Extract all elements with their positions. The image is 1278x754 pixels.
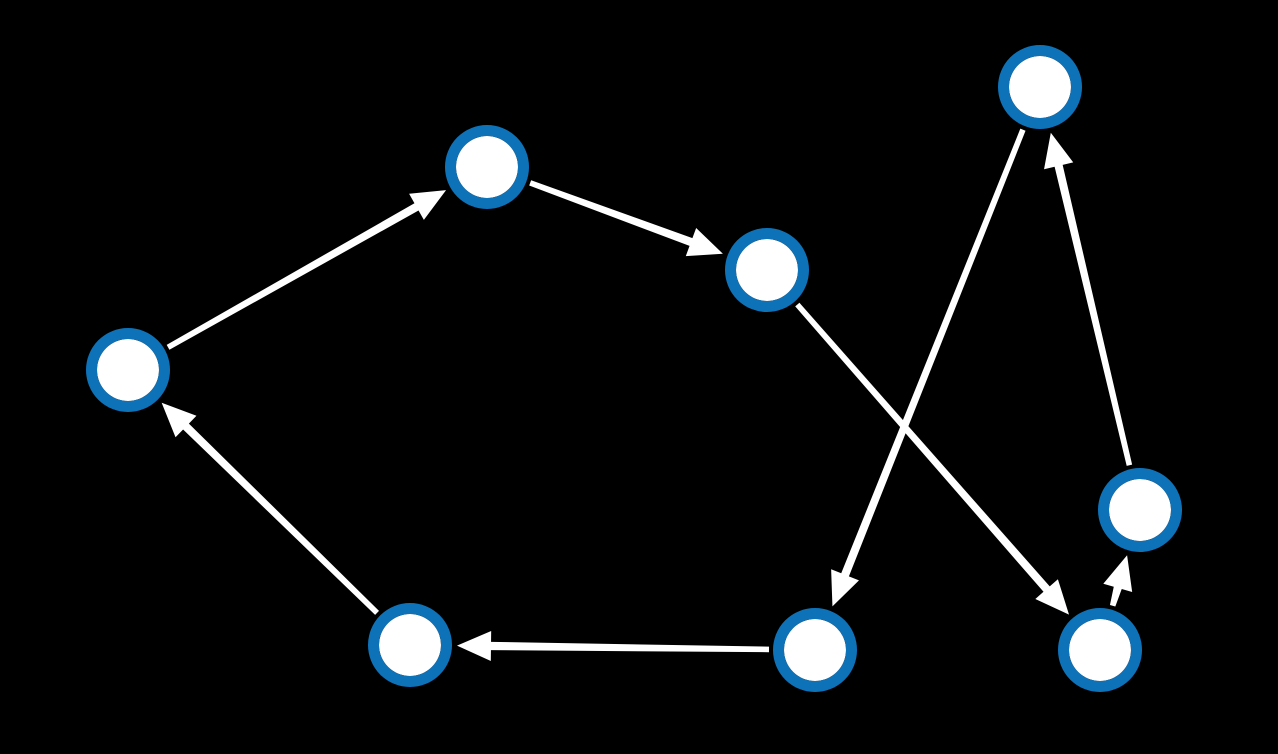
graph-edge-n7-to-n4[interactable] (1103, 555, 1133, 607)
graph-edge-n2-to-n7[interactable] (795, 302, 1070, 615)
node-core (379, 614, 441, 676)
graph-edge-n3-to-n6[interactable] (831, 128, 1026, 607)
graph-edge-n0-to-n1[interactable] (166, 190, 447, 350)
graph-node-n6[interactable] (773, 608, 857, 692)
node-core (97, 339, 159, 401)
graph-edge-n4-to-n3[interactable] (1044, 132, 1133, 466)
node-ring (368, 603, 452, 687)
graph-node-n3[interactable] (998, 45, 1082, 129)
node-layer (86, 45, 1182, 692)
graph-edge-n5-to-n0[interactable] (161, 402, 380, 615)
node-core (784, 619, 846, 681)
graph-node-n0[interactable] (86, 328, 170, 412)
graph-node-n2[interactable] (725, 228, 809, 312)
graph-edge-n6-to-n5[interactable] (457, 631, 770, 661)
graph-edge-n1-to-n2[interactable] (529, 180, 723, 257)
node-core (1109, 479, 1171, 541)
node-ring (998, 45, 1082, 129)
node-ring (86, 328, 170, 412)
graph-node-n5[interactable] (368, 603, 452, 687)
graph-node-n1[interactable] (445, 125, 529, 209)
node-core (1009, 56, 1071, 118)
node-ring (445, 125, 529, 209)
node-ring (725, 228, 809, 312)
node-ring (1058, 608, 1142, 692)
edge-layer (161, 128, 1133, 661)
node-core (1069, 619, 1131, 681)
node-core (736, 239, 798, 301)
graph-node-n4[interactable] (1098, 468, 1182, 552)
node-core (456, 136, 518, 198)
graph-node-n7[interactable] (1058, 608, 1142, 692)
node-ring (773, 608, 857, 692)
node-ring (1098, 468, 1182, 552)
